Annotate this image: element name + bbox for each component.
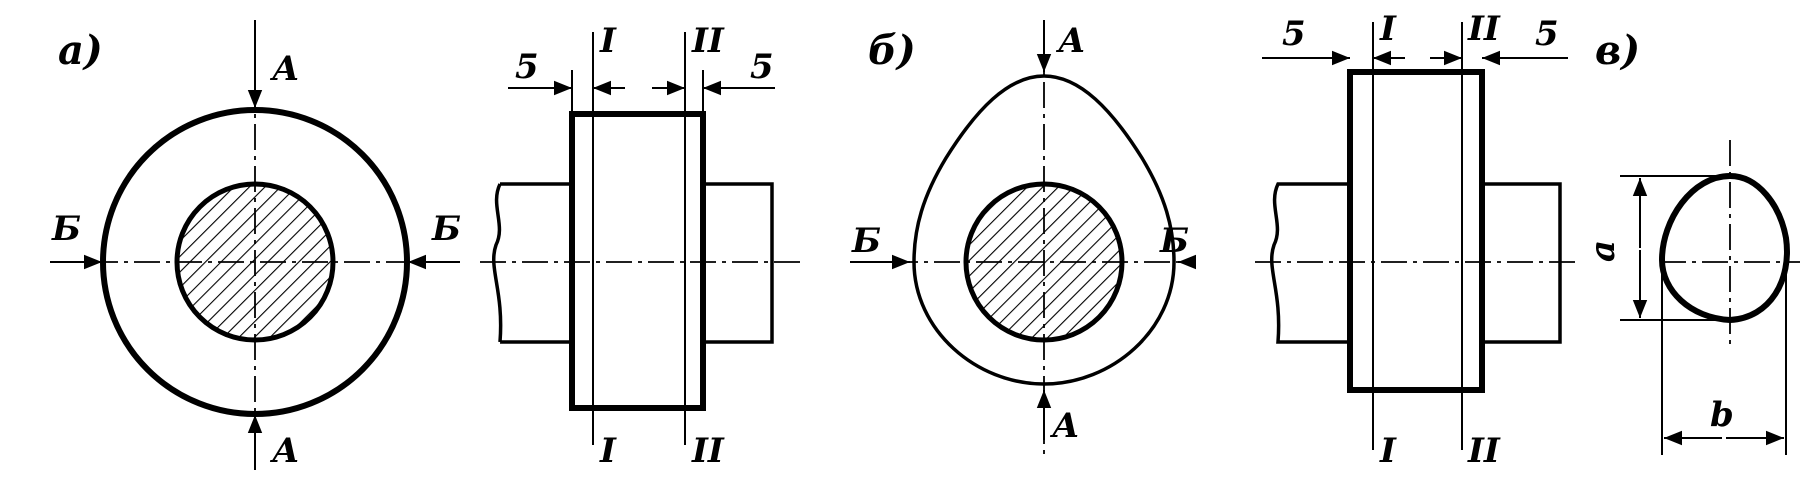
dim-a-label: a <box>1583 240 1623 262</box>
panel-a-section: а) А А Б Б <box>50 20 461 471</box>
plane-i-top: I <box>599 21 617 61</box>
label-b-right-b: Б <box>1159 221 1189 261</box>
outer-circle <box>100 107 410 417</box>
hub-body <box>569 111 706 411</box>
plane-i-top-b: I <box>1379 9 1397 49</box>
panel-b-label: б) <box>868 27 916 74</box>
panel-b-section: б) А А Б Б <box>850 20 1196 455</box>
panel-a-side-view: 5 5 I II I II <box>480 21 800 471</box>
egg-outline <box>1658 172 1790 324</box>
plane-ii-top-b: II <box>1467 9 1501 49</box>
label-b-left: Б <box>51 209 81 249</box>
dim-b-label: b <box>1710 395 1734 435</box>
dim-5-left-b: 5 <box>1282 14 1306 54</box>
label-b-left-b: Б <box>851 221 881 261</box>
hub-body-b <box>1347 69 1485 393</box>
plane-ii-top: II <box>691 21 725 61</box>
label-a-top: А <box>269 49 300 89</box>
label-a-top-b: А <box>1055 21 1086 61</box>
plane-i-bottom-b: I <box>1379 431 1397 471</box>
label-a-bottom: А <box>269 431 300 471</box>
panel-a-label: а) <box>58 27 103 74</box>
plane-i-bottom: I <box>599 431 617 471</box>
plane-ii-bottom-b: II <box>1467 431 1501 471</box>
hatched-shaft-b <box>963 181 1125 343</box>
dim-5-right-b: 5 <box>1535 14 1559 54</box>
panel-c-label: в) <box>1595 27 1640 74</box>
dim-5-right: 5 <box>750 47 774 87</box>
label-a-bottom-b: А <box>1049 406 1080 446</box>
dim-5-left: 5 <box>515 47 539 87</box>
shaft-right <box>703 182 774 344</box>
label-b-right: Б <box>431 209 461 249</box>
shaft-left-b <box>1270 182 1350 344</box>
panel-b-side-view: 5 5 I II I II <box>1255 9 1580 471</box>
shaft-right-b <box>1482 182 1562 344</box>
pear-outline <box>912 74 1176 386</box>
shaft-left <box>492 182 572 344</box>
panel-c-shape: в) a b <box>1583 27 1800 455</box>
plane-ii-bottom: II <box>691 431 725 471</box>
hatched-shaft <box>174 181 336 343</box>
